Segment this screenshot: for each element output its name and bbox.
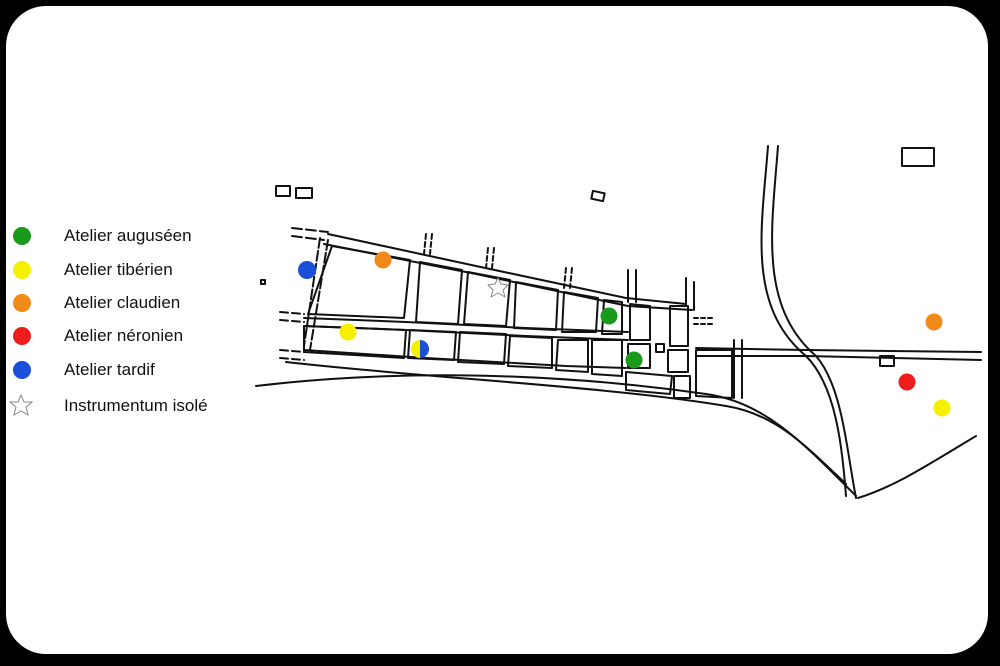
river-channel-edge — [771, 145, 857, 499]
road-cross-dashed-1 — [423, 233, 433, 255]
marker-yellow-site — [339, 323, 357, 341]
road-south-street — [303, 349, 627, 369]
marker-yellow-site — [933, 399, 951, 417]
road-cross-dashed-2 — [485, 247, 495, 269]
road-east-street-edge — [695, 355, 982, 361]
legend-item-tiberien: Atelier tibérien — [10, 258, 173, 282]
road-west-dashed-3 — [279, 349, 305, 361]
block — [591, 339, 623, 377]
road-cross-dashed-3 — [563, 267, 573, 289]
legend-label: Atelier auguséen — [64, 226, 192, 245]
block — [307, 245, 411, 319]
block — [555, 339, 589, 373]
block — [601, 299, 623, 335]
building — [275, 185, 291, 197]
block — [667, 349, 689, 373]
road-east-vertical-3 — [733, 339, 743, 399]
block — [695, 349, 733, 399]
river-channel — [760, 145, 847, 497]
building — [655, 343, 665, 353]
block — [513, 281, 559, 331]
block — [457, 331, 507, 365]
block — [561, 291, 599, 333]
building — [879, 355, 895, 367]
block — [673, 375, 691, 399]
building — [260, 279, 266, 285]
road-west-vertical — [303, 237, 329, 351]
legend-item-auguseen: Atelier auguséen — [10, 224, 192, 248]
legend-item-neronien: Atelier néronien — [10, 324, 183, 348]
roads — [255, 145, 982, 499]
legend-label: Atelier néronien — [64, 326, 184, 345]
town-plan-map — [255, 145, 982, 499]
legend-label: Instrumentum isolé — [64, 396, 208, 415]
legend-item-claudien: Atelier claudien — [10, 291, 180, 315]
road-southeast — [857, 435, 977, 499]
orange-dot-icon — [13, 294, 31, 312]
marker-green-site — [625, 351, 643, 369]
block — [625, 371, 673, 395]
block — [629, 303, 651, 341]
road-west-dashed-2 — [279, 311, 305, 323]
building — [590, 189, 606, 203]
block — [303, 325, 407, 359]
marker-orange-site — [925, 313, 943, 331]
legend-item-tardif: Atelier tardif — [10, 358, 155, 382]
yellow-dot-icon — [13, 261, 31, 279]
site-markers — [298, 251, 951, 417]
road-north-street — [327, 233, 687, 305]
road-long-south — [255, 374, 857, 497]
blue-dot-icon — [13, 361, 31, 379]
road-east-dashed — [693, 317, 713, 325]
legend-label: Atelier tibérien — [64, 260, 173, 279]
marker-star-site — [487, 277, 509, 298]
road-east-vertical-2 — [685, 277, 695, 311]
legend-label: Atelier claudien — [64, 293, 181, 312]
road-east-vertical-1 — [627, 269, 637, 303]
marker-red-site — [898, 373, 916, 391]
marker-green-site — [600, 307, 618, 325]
building — [295, 187, 313, 199]
star-outline-icon — [8, 393, 34, 417]
block — [507, 335, 553, 369]
block — [415, 261, 463, 325]
green-dot-icon — [13, 227, 31, 245]
road-long-south-edge — [285, 361, 847, 485]
red-dot-icon — [13, 327, 31, 345]
marker-blue-site — [298, 261, 316, 279]
map-frame: Atelier auguséen Atelier tibérien Atelie… — [6, 6, 988, 654]
block — [669, 305, 689, 347]
insulae-blocks — [260, 147, 935, 399]
block — [407, 329, 457, 361]
block — [463, 271, 511, 327]
legend-label: Atelier tardif — [64, 360, 155, 379]
building — [901, 147, 935, 167]
marker-yellow-blue-site — [411, 340, 429, 358]
legend-item-instrumentum: Instrumentum isolé — [8, 393, 208, 418]
road-east-street — [695, 347, 982, 353]
road-west-dashed-1 — [291, 227, 329, 241]
marker-orange-site — [374, 251, 392, 269]
